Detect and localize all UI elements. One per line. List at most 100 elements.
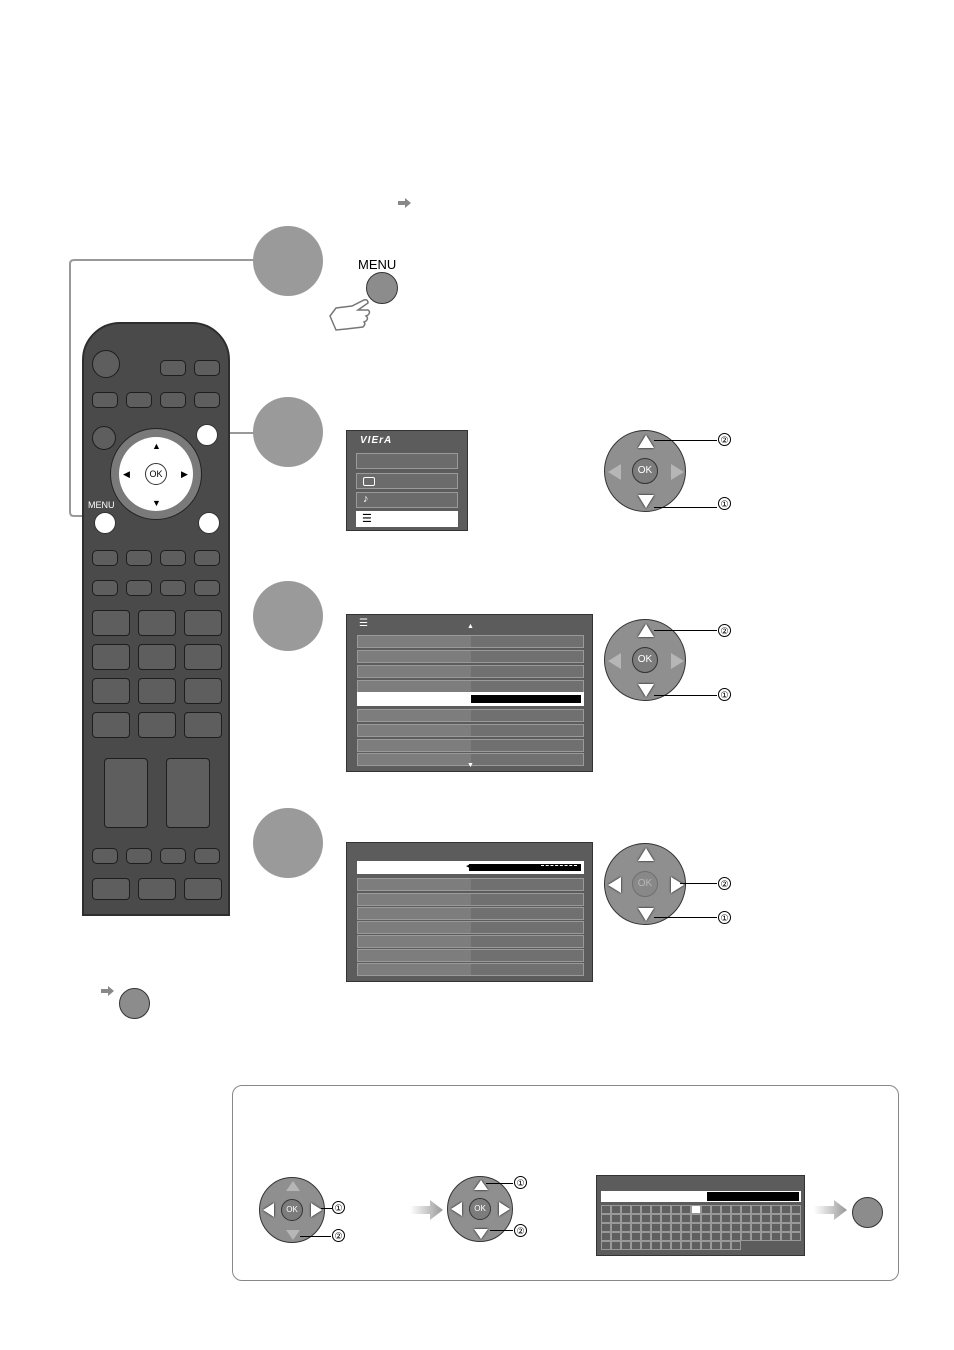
character-cell[interactable] [651,1205,661,1214]
character-cell[interactable] [601,1232,611,1241]
setup-menu-item[interactable] [357,753,584,766]
number-button[interactable] [138,644,176,670]
remote-button[interactable] [92,848,118,864]
character-cell[interactable] [611,1232,621,1241]
character-cell[interactable] [721,1232,731,1241]
character-cell[interactable] [661,1232,671,1241]
number-button[interactable] [92,678,130,704]
setup-menu-item[interactable] [357,709,584,722]
main-menu-item-picture[interactable] [356,473,458,489]
character-cell[interactable] [781,1223,791,1232]
settings-item-selected[interactable]: ◂ [357,861,584,874]
text-entry-field[interactable] [601,1191,801,1202]
character-cell[interactable] [621,1205,631,1214]
character-cell[interactable] [731,1232,741,1241]
character-cell[interactable] [631,1232,641,1241]
ok-button[interactable]: OK [632,647,658,673]
character-cell[interactable] [721,1241,731,1250]
character-cell[interactable] [681,1241,691,1250]
menu-button[interactable] [366,272,398,304]
character-cell[interactable] [651,1232,661,1241]
character-cell[interactable] [791,1223,801,1232]
character-cell[interactable] [621,1223,631,1232]
character-cell[interactable] [621,1241,631,1250]
number-button[interactable] [138,610,176,636]
character-cell[interactable] [691,1205,701,1214]
exit-button[interactable] [119,988,150,1019]
character-cell[interactable] [751,1214,761,1223]
character-cell[interactable] [621,1214,631,1223]
character-cell[interactable] [601,1214,611,1223]
character-cell[interactable] [691,1223,701,1232]
character-cell[interactable] [721,1205,731,1214]
remote-button[interactable] [160,360,186,376]
character-cell[interactable] [691,1214,701,1223]
setup-menu-item-selected[interactable] [357,692,584,706]
settings-item[interactable] [357,878,584,891]
main-menu-item-sound[interactable]: ♪ [356,492,458,508]
remote-button[interactable] [126,550,152,566]
character-cell[interactable] [681,1205,691,1214]
character-cell[interactable] [781,1214,791,1223]
remote-button[interactable] [194,550,220,566]
character-cell[interactable] [761,1214,771,1223]
character-cell[interactable] [791,1214,801,1223]
character-cell[interactable] [681,1223,691,1232]
ok-button[interactable]: OK [469,1198,491,1220]
character-cell[interactable] [771,1232,781,1241]
number-button[interactable] [138,678,176,704]
character-cell[interactable] [671,1205,681,1214]
character-cell[interactable] [751,1205,761,1214]
character-cell[interactable] [791,1205,801,1214]
character-cell[interactable] [771,1214,781,1223]
ok-button[interactable]: OK [632,458,658,484]
character-cell[interactable] [631,1214,641,1223]
remote-ok-button[interactable]: OK [145,463,167,485]
setup-menu-item[interactable] [357,724,584,737]
number-button[interactable] [92,644,130,670]
character-cell[interactable] [701,1205,711,1214]
ok-button[interactable]: OK [632,871,658,897]
character-cell[interactable] [741,1232,751,1241]
remote-button[interactable] [160,580,186,596]
character-cell[interactable] [751,1223,761,1232]
remote-button[interactable] [194,360,220,376]
option-button[interactable] [196,424,218,446]
character-cell[interactable] [631,1223,641,1232]
number-button[interactable] [184,644,222,670]
character-cell[interactable] [661,1223,671,1232]
character-cell[interactable] [711,1232,721,1241]
character-cell[interactable] [771,1205,781,1214]
power-button[interactable] [92,350,120,378]
number-button[interactable] [92,712,130,738]
character-cell[interactable] [731,1223,741,1232]
dpad-select-char[interactable]: OK [259,1177,325,1243]
character-cell[interactable] [691,1241,701,1250]
remote-button[interactable] [160,392,186,408]
character-cell[interactable] [651,1214,661,1223]
setup-menu-item[interactable] [357,635,584,648]
character-cell[interactable] [641,1232,651,1241]
remote-button[interactable] [194,848,220,864]
remote-button[interactable] [126,580,152,596]
character-cell[interactable] [621,1232,631,1241]
dpad-move-char[interactable]: OK [447,1176,513,1242]
character-cell[interactable] [761,1205,771,1214]
remote-button[interactable] [126,848,152,864]
remote-button[interactable] [160,550,186,566]
settings-item[interactable] [357,949,584,962]
dpad-step4[interactable]: OK [604,843,686,925]
character-cell[interactable] [641,1241,651,1250]
character-cell[interactable] [711,1214,721,1223]
character-cell[interactable] [651,1241,661,1250]
character-cell[interactable] [711,1241,721,1250]
settings-item[interactable] [357,935,584,948]
ok-button[interactable]: OK [281,1199,303,1221]
character-cell[interactable] [601,1205,611,1214]
character-cell[interactable] [661,1205,671,1214]
character-cell[interactable] [701,1214,711,1223]
remote-button[interactable] [92,580,118,596]
number-button[interactable] [138,712,176,738]
character-cell[interactable] [761,1223,771,1232]
character-cell[interactable] [641,1223,651,1232]
